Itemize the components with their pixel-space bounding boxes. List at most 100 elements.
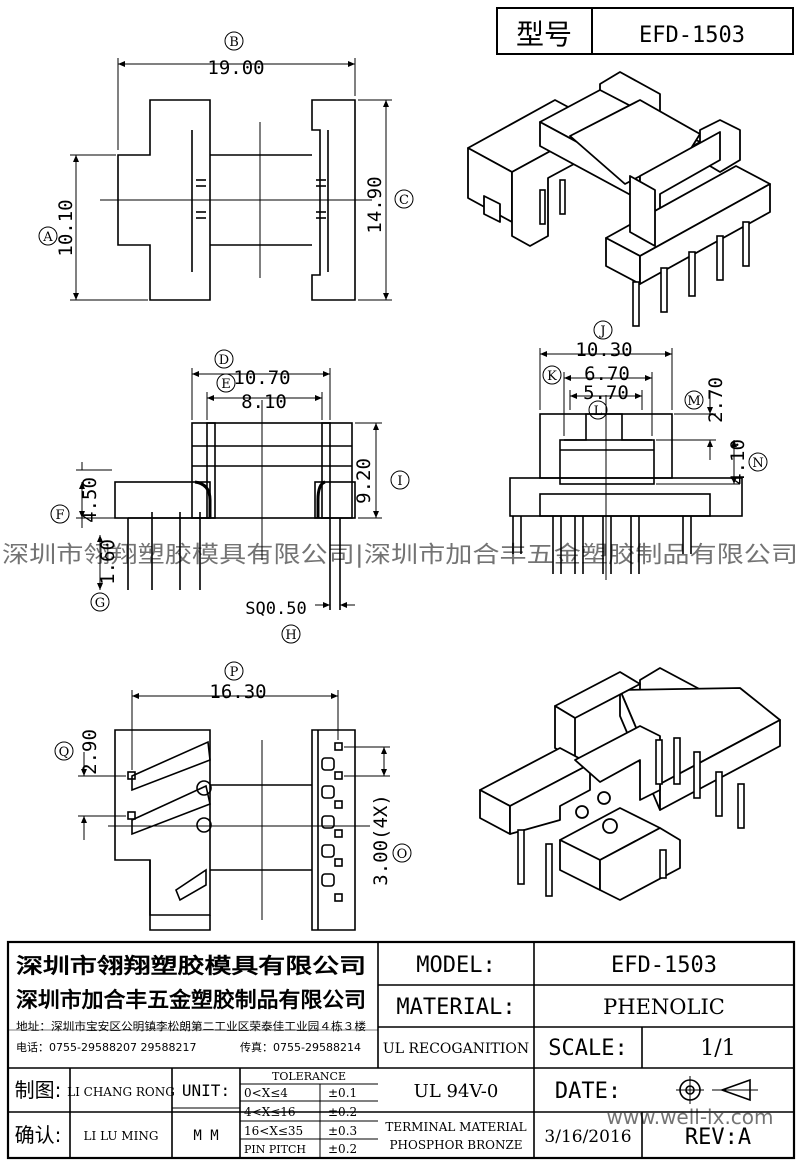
material-label: MATERIAL: bbox=[396, 995, 515, 1020]
dim-value-O: 3.00(4X) bbox=[370, 794, 392, 886]
tolerance-range-2: 4<X≤16 bbox=[244, 1105, 296, 1119]
tolerance-range-4: PIN PITCH bbox=[244, 1143, 306, 1156]
letter-H: H bbox=[285, 628, 296, 643]
letter-G: G bbox=[95, 596, 105, 611]
top-view bbox=[70, 58, 392, 301]
dim-value-Q: 2.90 bbox=[79, 729, 101, 775]
dim-value-A: 10.10 bbox=[55, 199, 77, 256]
letter-N: N bbox=[752, 456, 763, 471]
balloon-J bbox=[593, 320, 613, 340]
letter-I: I bbox=[397, 474, 402, 489]
balloon-P bbox=[224, 661, 244, 681]
company-name-1: 深圳市翎翔塑胶模具有限公司 bbox=[16, 954, 366, 978]
ul-label: UL RECOGANITION bbox=[383, 1041, 529, 1057]
balloon-K bbox=[542, 365, 562, 385]
letter-D: D bbox=[219, 353, 229, 368]
letter-Q: Q bbox=[59, 745, 70, 760]
tolerance-value-3: ±0.3 bbox=[328, 1124, 357, 1138]
model-label: MODEL: bbox=[416, 953, 495, 978]
checked-label: 确认: bbox=[15, 1123, 62, 1147]
terminal-material-line2: PHOSPHOR BRONZE bbox=[389, 1138, 522, 1152]
letter-M: M bbox=[687, 394, 700, 409]
company-address: 地址：深圳市宝安区公明镇李松朗第二工业区荣泰佳工业园４栋３楼 bbox=[16, 1019, 366, 1033]
company-phone: 电话：0755-29588207 29588217 bbox=[16, 1041, 196, 1054]
letter-C: C bbox=[399, 193, 409, 208]
iso-pins-lower bbox=[517, 737, 745, 897]
dim-value-K: 6.70 bbox=[584, 363, 630, 385]
dim-value-M: 2.70 bbox=[705, 377, 727, 423]
checked-name: LI LU MING bbox=[84, 1129, 159, 1143]
dim-value-J: 10.30 bbox=[575, 339, 632, 361]
dim-value-L: 5.70 bbox=[583, 382, 629, 404]
balloon-D bbox=[214, 349, 234, 369]
dim-value-D: 10.70 bbox=[233, 367, 290, 389]
ul-value: UL 94V-0 bbox=[414, 1081, 499, 1102]
scale-value: 1/1 bbox=[700, 1036, 735, 1061]
dim-value-B: 19.00 bbox=[207, 57, 264, 79]
balloon-I bbox=[390, 470, 410, 490]
letter-K: K bbox=[547, 369, 557, 384]
balloon-O bbox=[392, 843, 412, 863]
tolerance-value-4: ±0.2 bbox=[328, 1142, 357, 1156]
balloon-B bbox=[224, 31, 244, 51]
balloon-L bbox=[588, 400, 608, 420]
dim-value-P: 16.30 bbox=[209, 681, 266, 703]
bottom-view bbox=[78, 690, 390, 931]
iso-view-lower bbox=[479, 667, 781, 901]
header-label: 型号 bbox=[516, 18, 572, 51]
balloon-F bbox=[50, 504, 70, 524]
drawn-label: 制图: bbox=[15, 1078, 62, 1102]
letter-O: O bbox=[397, 847, 408, 862]
letter-L: L bbox=[594, 404, 603, 419]
date-value: 3/16/2016 bbox=[544, 1127, 631, 1147]
balloon-E bbox=[216, 373, 236, 393]
tolerance-value-2: ±0.2 bbox=[328, 1105, 357, 1119]
balloon-Q bbox=[54, 741, 74, 761]
dim-value-F: 4.50 bbox=[79, 477, 101, 523]
scale-label: SCALE: bbox=[548, 1036, 627, 1061]
title-block bbox=[6, 940, 796, 1160]
iso-view-upper bbox=[467, 71, 771, 285]
letter-A: A bbox=[42, 230, 53, 245]
dim-value-N: 4.10 bbox=[727, 439, 749, 485]
letter-J: J bbox=[598, 324, 605, 339]
dim-value-E: 8.10 bbox=[241, 391, 287, 413]
projection-symbol bbox=[676, 1076, 758, 1104]
dim-value-I: 9.20 bbox=[353, 458, 375, 504]
rev-label: REV:A bbox=[685, 1125, 751, 1150]
dim-value-G: 1.60 bbox=[97, 539, 119, 585]
balloon-H bbox=[281, 624, 301, 644]
balloon-C bbox=[394, 189, 414, 209]
material-value: PHENOLIC bbox=[603, 995, 725, 1019]
header-model: EFD-1503 bbox=[639, 23, 745, 48]
letter-F: F bbox=[55, 508, 64, 523]
unit-value: M M bbox=[193, 1128, 218, 1144]
balloon-N bbox=[748, 452, 768, 472]
company-fax: 传真：0755-29588214 bbox=[240, 1040, 361, 1054]
watermark-site: www.well-ix.com bbox=[606, 1105, 773, 1129]
balloon-M bbox=[684, 390, 704, 410]
model-value: EFD-1503 bbox=[611, 953, 717, 978]
dim-value-C: 14.90 bbox=[364, 176, 386, 233]
terminal-material-line1: TERMINAL MATERIAL bbox=[385, 1120, 526, 1134]
unit-label: UNIT: bbox=[182, 1081, 230, 1100]
dim-value-H: SQ0.50 bbox=[245, 599, 306, 619]
letter-B: B bbox=[229, 35, 239, 50]
letter-E: E bbox=[221, 377, 231, 392]
company-name-2: 深圳市加合丰五金塑胶制品有限公司 bbox=[16, 988, 366, 1012]
watermark-text: 深圳市翎翔塑胶模具有限公司|深圳市加合丰五金塑胶制品有限公司 bbox=[2, 542, 798, 568]
tolerance-value-1: ±0.1 bbox=[328, 1086, 357, 1100]
tolerance-range-3: 16<X≤35 bbox=[244, 1124, 303, 1138]
side-view bbox=[509, 348, 743, 580]
letter-P: P bbox=[230, 665, 239, 680]
drawn-name: LI CHANG RONG bbox=[67, 1085, 175, 1099]
balloon-G bbox=[90, 592, 110, 612]
header-box: 型号 EFD-1503 bbox=[496, 7, 794, 55]
date-label: DATE: bbox=[555, 1079, 621, 1104]
iso-pins-upper bbox=[539, 179, 750, 327]
tolerance-range-1: 0<X≤4 bbox=[244, 1086, 288, 1100]
tolerance-title: TOLERANCE bbox=[272, 1070, 346, 1083]
front-view bbox=[76, 368, 382, 610]
balloon-A bbox=[38, 226, 58, 246]
